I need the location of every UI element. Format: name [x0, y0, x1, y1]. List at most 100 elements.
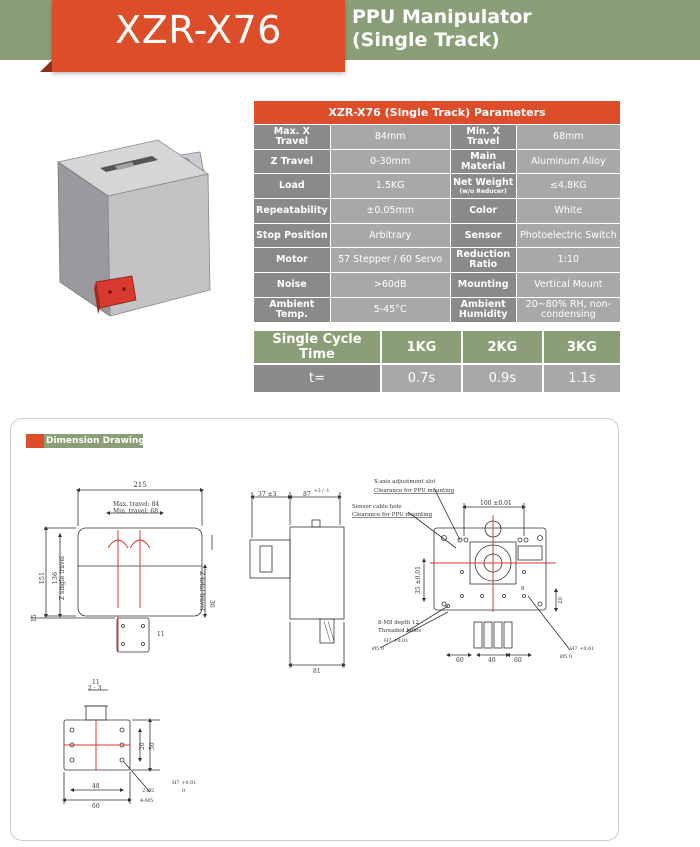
subtitle-line-2: (Single Track) — [352, 29, 500, 51]
small-ratio-top: 11 — [92, 679, 100, 686]
time-value: 0.7s — [382, 365, 463, 394]
dim-front-small: 11 — [157, 631, 165, 638]
dim-side-b: 87 — [303, 491, 311, 498]
dim-z-offset: 15 — [31, 614, 38, 622]
dim-front-height: 151 — [38, 572, 46, 584]
load-header: 2KG — [462, 331, 544, 365]
param-label-main: Net Weight — [453, 176, 514, 188]
parameters-table: XZR-X76 (Single Track) Parameters Max. X… — [254, 101, 620, 323]
param-value: 5-45°C — [330, 297, 451, 323]
note-cable-hole: Sensor cable hole — [352, 504, 402, 510]
param-label: Stop Position — [254, 223, 331, 249]
param-label: Ambient Humidity — [450, 297, 517, 323]
dim-back-vertical: 35 ±0.01 — [415, 566, 422, 594]
param-label: Reduction Ratio — [450, 248, 517, 274]
note-cable-hole-clear: Clearance for PPU mounting — [352, 512, 433, 518]
dim-back-40: 40 — [488, 657, 496, 664]
dim-back-d2: H7 +0.01 — [570, 646, 594, 652]
param-value: ≤4.8KG — [516, 174, 620, 200]
param-label: Sensor — [450, 223, 517, 249]
dimension-tag-label: Dimension Drawing — [46, 436, 145, 446]
dim-back-d1b: Ø5 0 — [372, 645, 384, 652]
param-value: 1:10 — [516, 248, 620, 274]
param-value: >60dB — [330, 273, 451, 298]
note-x-slot-clear: Clearance for PPU mounting — [374, 488, 455, 494]
dim-side-bottom: 81 — [313, 668, 321, 675]
z-total-travel-value: 30 — [208, 600, 215, 608]
cycle-time-table: Single Cycle Time 1KG 2KG 3KG t= 0.7s 0.… — [254, 331, 620, 394]
dim-back-8: 8 — [521, 586, 525, 592]
param-label: Ambient Temp. — [254, 297, 331, 323]
dim-back-d1: H7 +0.01 — [384, 638, 408, 644]
param-label: Main Material — [450, 149, 517, 175]
note-threaded-2: Threaded holes — [378, 628, 421, 634]
param-label-sub: (w/o Reducer) — [459, 187, 507, 195]
z-single-travel-label: Z single travel — [59, 556, 66, 600]
param-value: 84mm — [330, 125, 451, 150]
load-header: 3KG — [543, 331, 620, 365]
table-row: Motor 57 Stepper / 60 Servo Reduction Ra… — [254, 248, 620, 274]
small-ratio-bottom: 2 : 3 — [88, 685, 102, 692]
small-w48: 48 — [92, 783, 100, 790]
param-label: Noise — [254, 273, 331, 298]
param-value: Aluminum Alloy — [516, 149, 620, 175]
table-row: t= 0.7s 0.9s 1.1s — [254, 365, 620, 394]
param-label: Load — [254, 174, 331, 200]
dimension-tag — [26, 434, 143, 448]
param-value: 57 Stepper / 60 Servo — [330, 248, 451, 274]
table-row: Single Cycle Time 1KG 2KG 3KG — [254, 331, 620, 365]
table-row: Z Travel 0-30mm Main Material Aluminum A… — [254, 149, 620, 175]
dim-back-60b: 60 — [514, 657, 522, 664]
param-label: Motor — [254, 248, 331, 274]
dim-back-20: 20 — [558, 597, 564, 604]
table-row: Noise >60dB Mounting Vertical Mount — [254, 273, 620, 298]
table-row: Repeatability ±0.05mm Color White — [254, 199, 620, 224]
parameters-title: XZR-X76 (Single Track) Parameters — [254, 101, 620, 125]
param-value: Photoelectric Switch — [516, 223, 620, 249]
dim-back-top: 100 ±0.01 — [480, 500, 512, 507]
product-subtitle: PPU Manipulator (Single Track) — [352, 6, 532, 52]
note-x-slot: X-axis adjustment slot — [374, 479, 436, 485]
load-header: 1KG — [382, 331, 463, 365]
param-value: 0-30mm — [330, 149, 451, 175]
param-label: Net Weight (w/o Reducer) — [450, 174, 517, 200]
small-tol: H7 +0.01 — [172, 780, 196, 786]
dim-max-travel: Max. travel: 84 — [113, 501, 159, 508]
dim-front-inner: 136 — [51, 572, 59, 584]
dim-side-b-tol: +3 / -1 — [314, 488, 330, 494]
param-value: White — [516, 199, 620, 224]
param-value: Vertical Mount — [516, 273, 620, 298]
small-w60: 60 — [92, 803, 100, 810]
side-view-body — [289, 526, 345, 620]
dim-front-width: 215 — [133, 481, 146, 489]
table-row: Max. X Travel 84mm Min. X Travel 68mm — [254, 125, 620, 150]
z-total-travel-label: Z total travel — [198, 571, 205, 611]
time-value: 0.9s — [462, 365, 544, 394]
dim-back-60a: 60 — [456, 657, 464, 664]
param-value: 20~80% RH, non-condensing — [516, 297, 620, 323]
front-view-body — [77, 527, 203, 617]
dim-min-travel: Min. travel: 68 — [113, 508, 158, 515]
model-banner: XZR-X76 — [40, 0, 345, 72]
param-label: Z Travel — [254, 149, 331, 175]
param-label: Mounting — [450, 273, 517, 298]
param-label: Max. X Travel — [254, 125, 331, 150]
small-h50: 50 — [149, 742, 156, 750]
param-label: Min. X Travel — [450, 125, 517, 150]
dimension-tag-marker — [26, 434, 44, 448]
small-holes: 2-Ø5 — [142, 787, 154, 794]
param-value: 1.5KG — [330, 174, 451, 200]
param-value: 68mm — [516, 125, 620, 150]
param-label: Repeatability — [254, 199, 331, 224]
dim-side-a: 37 ±3 — [258, 491, 277, 498]
small-h20: 20 — [139, 742, 146, 750]
note-threaded: 8-M8 depth 12 — [378, 620, 419, 626]
dim-back-d2b: Ø5 0 — [560, 653, 572, 660]
table-row: Load 1.5KG Net Weight (w/o Reducer) ≤4.8… — [254, 174, 620, 200]
table-row: Ambient Temp. 5-45°C Ambient Humidity 20… — [254, 297, 620, 323]
time-row-label: t= — [254, 365, 382, 394]
small-m5: 4-M5 — [140, 798, 153, 804]
subtitle-line-1: PPU Manipulator — [352, 6, 532, 28]
param-value: ±0.05mm — [330, 199, 451, 224]
